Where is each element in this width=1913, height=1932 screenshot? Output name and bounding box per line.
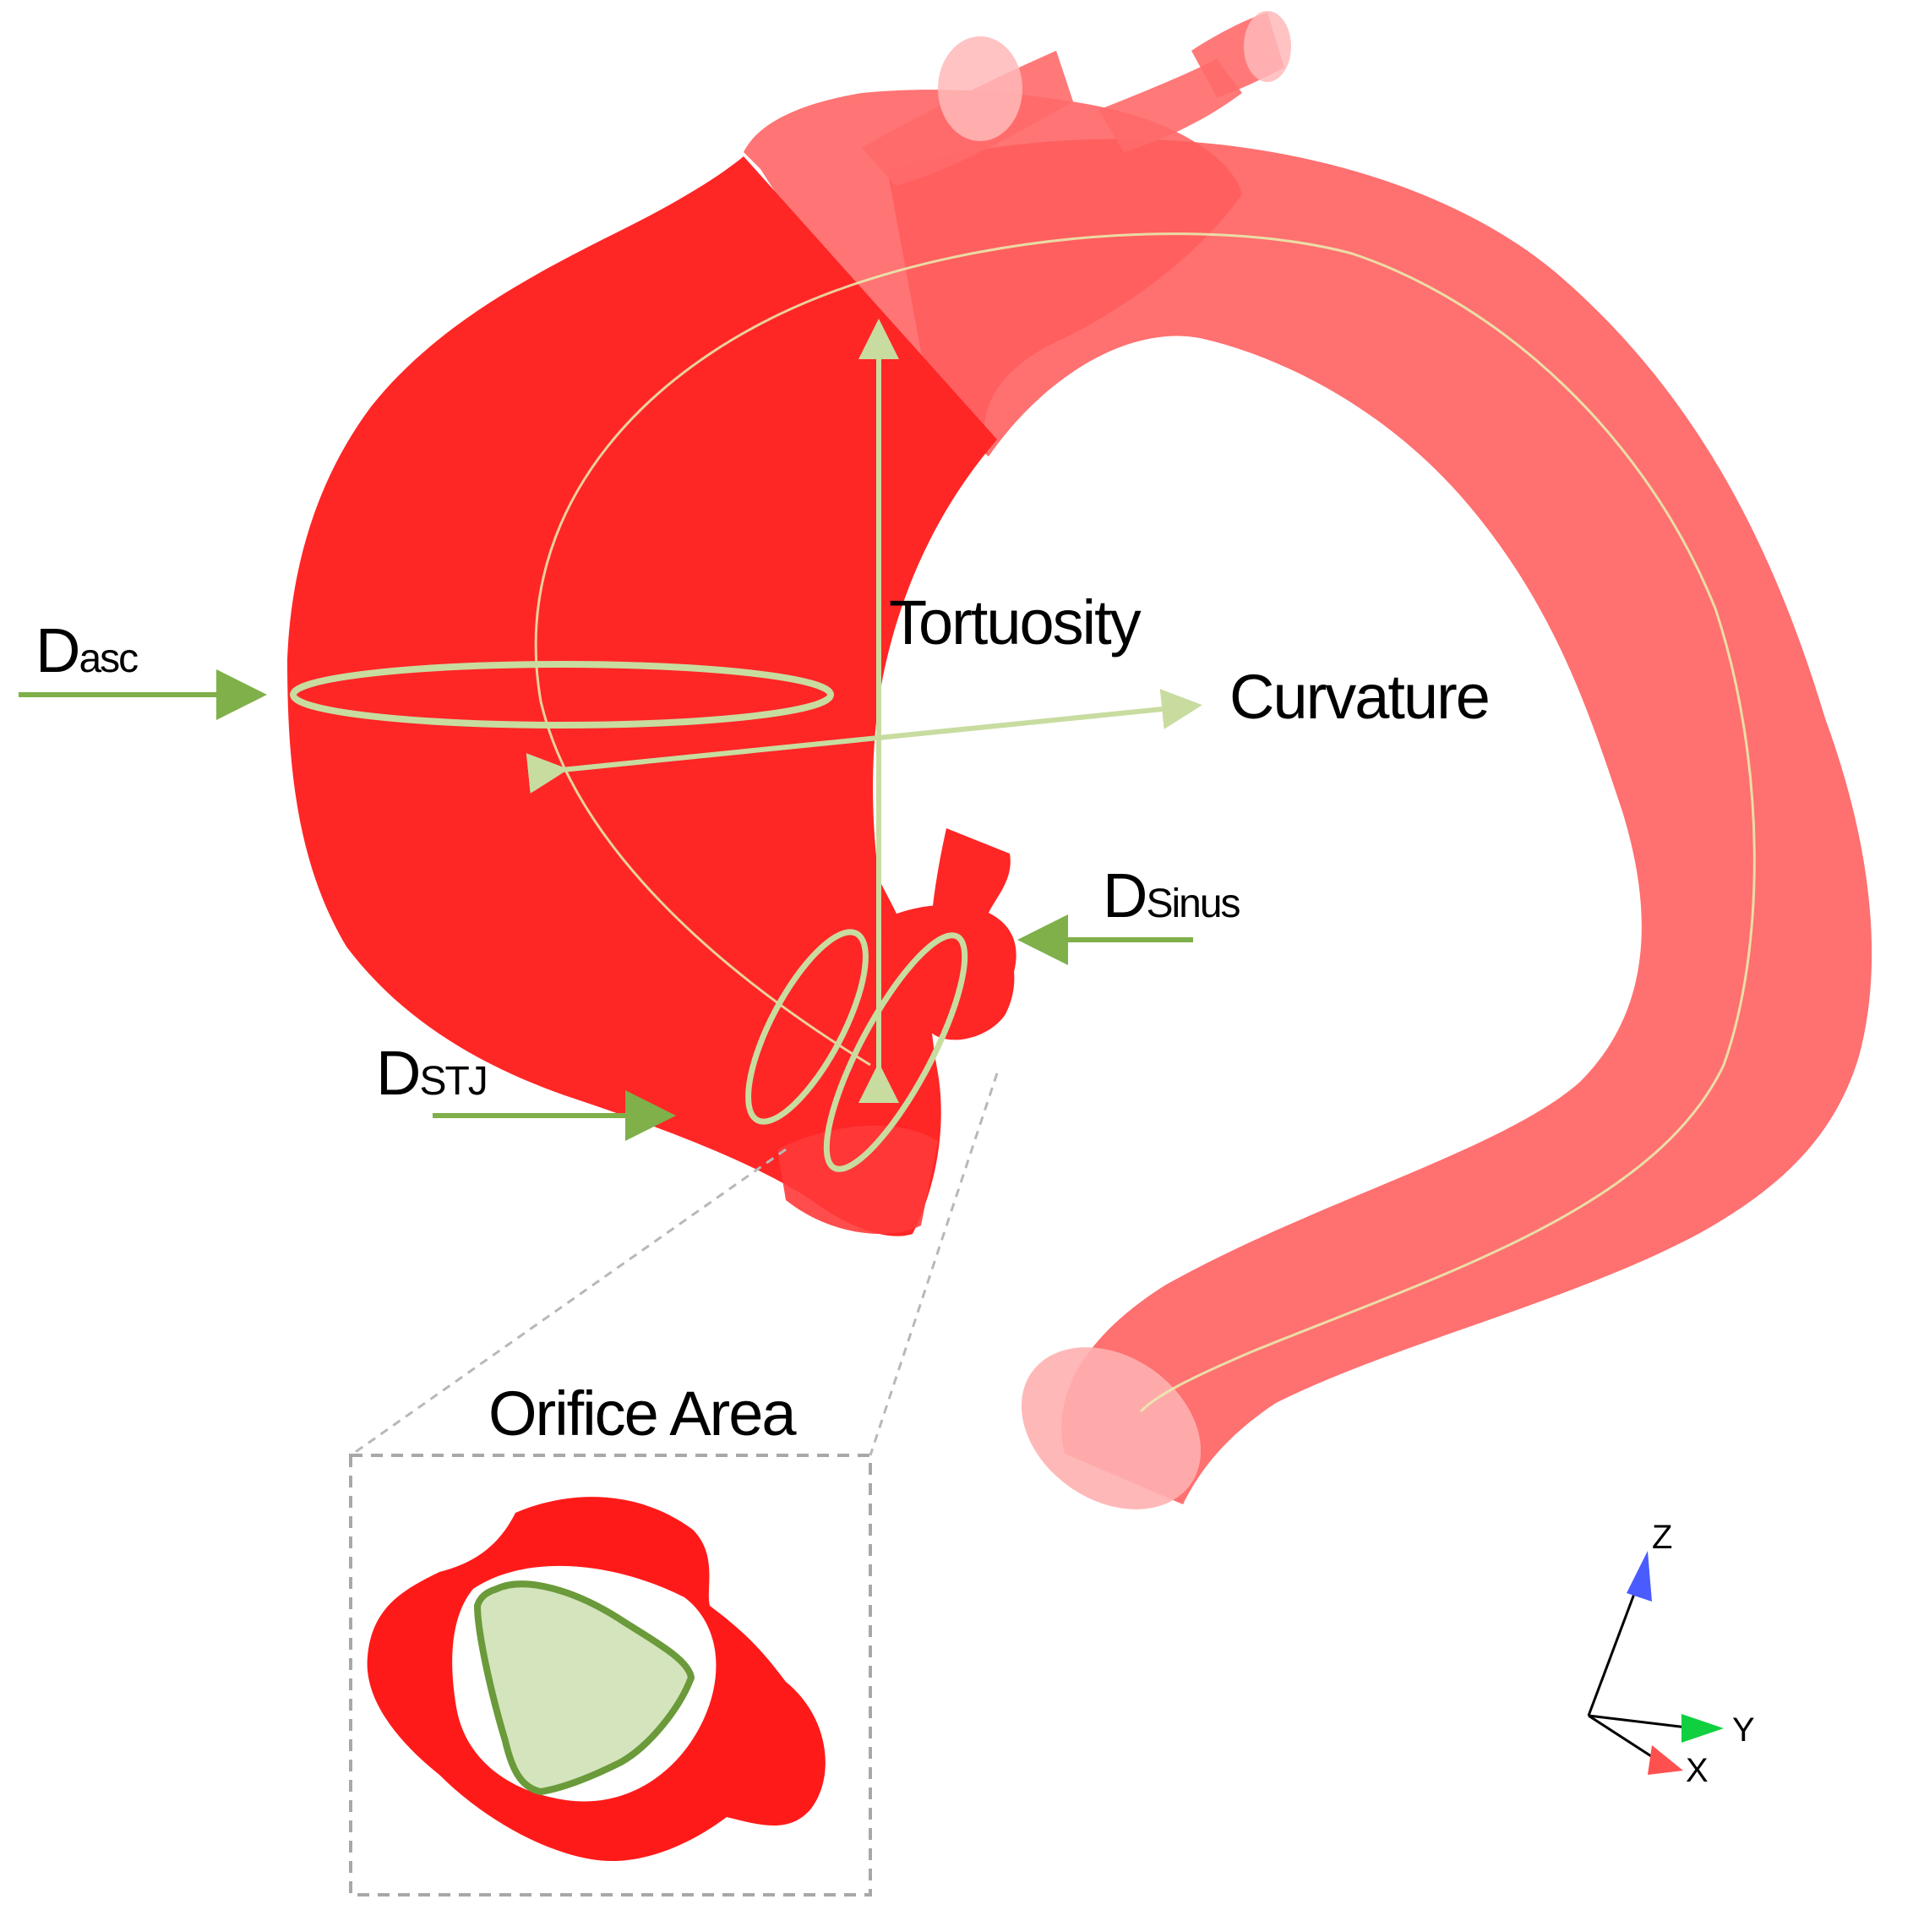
aortic-branches [862,11,1291,186]
axis-triad: Z Y X [1587,1519,1755,1789]
sinus-ring [823,932,968,1172]
orifice-inset-box [349,1454,872,1897]
axis-x-label: X [1686,1752,1709,1789]
dsinus-label: DSinus [1103,860,1240,931]
dasc-label: Dasc [35,615,138,685]
z-arrow-icon [1627,1551,1652,1602]
axis-y [1588,1714,1695,1730]
stj-ring [745,929,869,1125]
y-arrow-icon [1681,1714,1724,1743]
orifice-area-label: Orifice Area [488,1378,797,1449]
x-arrow-icon [1648,1745,1683,1775]
axis-z-label: Z [1652,1519,1672,1556]
curvature-arrow [526,689,1202,794]
zoom-line-left [350,1148,787,1457]
centerline [534,232,1756,1413]
tortuosity-label: Tortuosity [889,587,1142,658]
axis-y-label: Y [1732,1711,1755,1749]
axis-x [1588,1714,1661,1764]
valve-orifice [367,1497,826,1861]
dstj-label: DSTJ [376,1038,487,1108]
axis-z [1587,1580,1641,1716]
aorta-descending [744,90,1872,1509]
curvature-label: Curvature [1229,662,1489,732]
zoom-line-right [869,1072,999,1456]
